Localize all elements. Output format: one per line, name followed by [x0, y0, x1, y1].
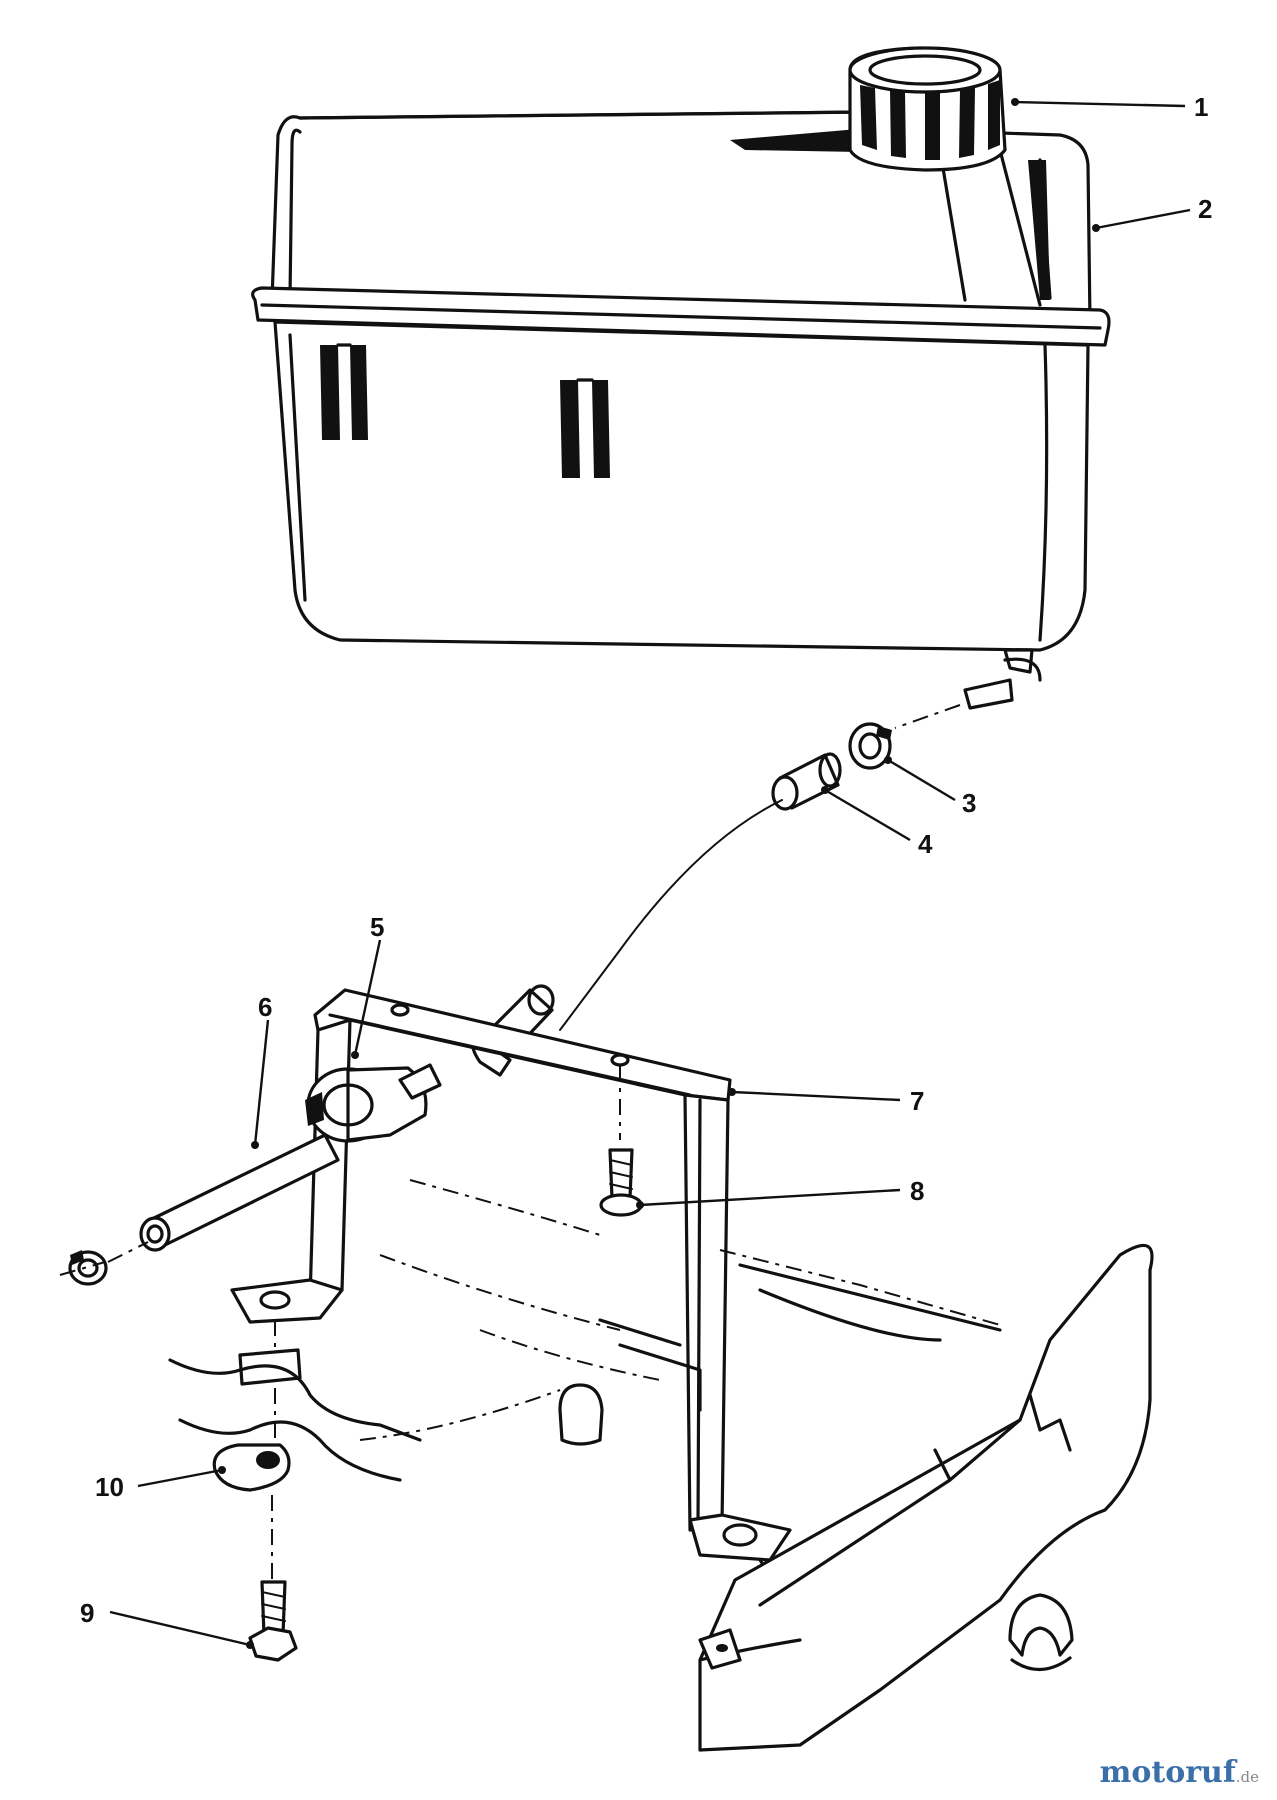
fuel-line-icon: [559, 799, 783, 1031]
screw-icon: [599, 1065, 643, 1217]
callout-7: 7: [910, 1086, 924, 1116]
watermark-logo: motoruf.de: [1100, 1755, 1259, 1790]
callout-6: 6: [258, 992, 272, 1022]
callout-4: 4: [918, 829, 933, 859]
tank-bracket-icon: [230, 988, 792, 1562]
mower-deck-icon: [168, 1179, 1154, 1752]
callout-5: 5: [370, 912, 384, 942]
callout-10: 10: [95, 1472, 124, 1502]
hose-clamp-small-icon: [68, 1250, 108, 1286]
spacer-icon: [212, 1320, 302, 1492]
fuel-cap-icon: [848, 46, 1007, 172]
callout-8: 8: [910, 1176, 924, 1206]
tank-rib-left-icon: [320, 343, 368, 440]
fuel-tank-icon: [251, 110, 1111, 710]
watermark-main: motoruf: [1099, 1755, 1236, 1790]
fuel-filter-icon: [305, 1063, 442, 1143]
hose-clamp-icon: [848, 722, 892, 770]
callout-1: 1: [1194, 92, 1208, 122]
assembly-line-tank-icon: [894, 704, 961, 729]
assembly-line-hose-icon: [59, 1241, 149, 1276]
callout-2: 2: [1198, 194, 1212, 224]
tank-rib-mid-icon: [560, 378, 610, 478]
callout-leaders: [109, 98, 1191, 1649]
watermark-tld: .de: [1235, 1768, 1259, 1786]
fuel-hose-long-icon: [139, 1133, 340, 1252]
fuel-hose-short-icon: [771, 752, 842, 811]
callout-3: 3: [962, 788, 976, 818]
callout-9: 9: [80, 1598, 94, 1628]
bolt-icon: [248, 1495, 298, 1662]
